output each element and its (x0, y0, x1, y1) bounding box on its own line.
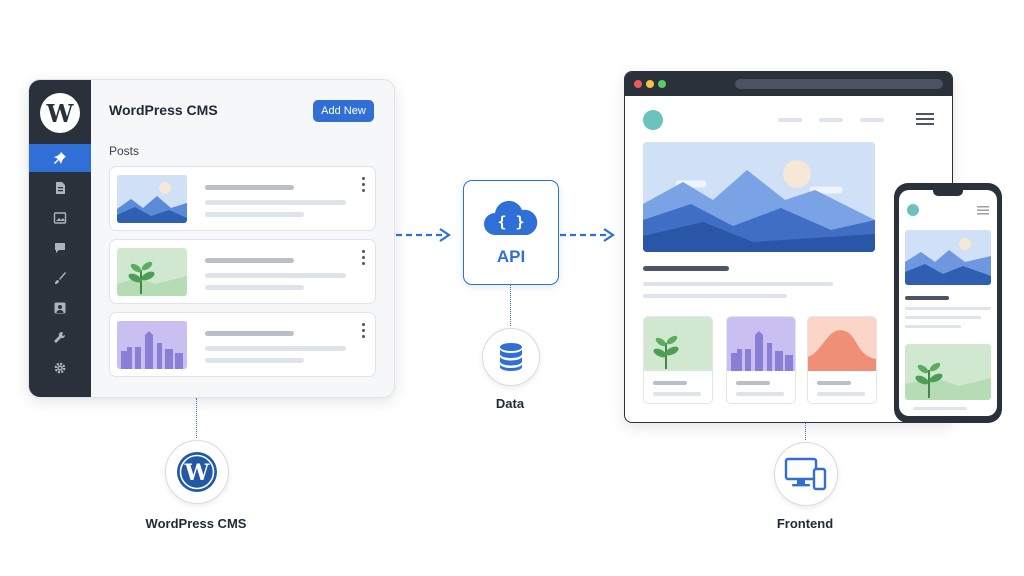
post-text-line (205, 200, 346, 205)
comment-icon[interactable] (29, 234, 91, 262)
phone-screen (899, 190, 997, 416)
post-title-line (205, 258, 294, 263)
wrench-icon[interactable] (29, 324, 91, 352)
card-title-line (736, 381, 770, 385)
frontend-caption: Frontend (776, 516, 834, 531)
text-line (643, 294, 787, 298)
text-line (905, 325, 961, 328)
content-card[interactable] (726, 316, 796, 404)
post-card[interactable] (109, 239, 376, 304)
phone-notch (933, 190, 963, 196)
pin-icon[interactable] (29, 144, 91, 172)
heading-line (905, 296, 949, 300)
content-card[interactable] (643, 316, 713, 404)
post-title-line (205, 331, 294, 336)
mountain-thumbnail (117, 175, 187, 223)
connector-line (805, 422, 806, 440)
post-card[interactable] (109, 312, 376, 377)
svg-text:W: W (184, 460, 210, 486)
image-icon[interactable] (29, 204, 91, 232)
hero-image (905, 230, 991, 285)
browser-toolbar (625, 72, 952, 96)
card-text-line (653, 392, 701, 396)
api-box: { } API (463, 180, 559, 285)
data-badge (482, 328, 540, 386)
card-title-line (817, 381, 851, 385)
phone-device (894, 183, 1002, 423)
text-line (643, 282, 833, 286)
arrow-api-to-frontend (560, 228, 615, 242)
text-line (913, 407, 967, 410)
post-text-line (205, 273, 346, 278)
cms-sidebar: W (29, 80, 91, 397)
text-line (905, 316, 981, 319)
add-new-button[interactable]: Add New (313, 100, 374, 122)
post-card[interactable] (109, 166, 376, 231)
nav-link[interactable] (778, 118, 802, 122)
cloud-braces-icon: { } (484, 200, 538, 235)
connector-line (510, 284, 511, 326)
wordpress-badge: W (165, 440, 229, 504)
cms-title: WordPress CMS (109, 102, 218, 118)
api-label: API (496, 247, 526, 266)
frontend-badge (774, 442, 838, 506)
posts-label: Posts (109, 144, 140, 158)
plant-image (905, 344, 991, 400)
more-options-icon[interactable] (362, 250, 366, 268)
arrow-cms-to-api (396, 228, 451, 242)
users-icon[interactable] (29, 294, 91, 322)
card-text-line (817, 392, 865, 396)
devices-icon (784, 457, 827, 491)
wordpress-caption: WordPress CMS (145, 516, 247, 531)
nav-link[interactable] (860, 118, 884, 122)
card-text-line (736, 392, 784, 396)
heading-line (643, 266, 729, 271)
gear-icon[interactable] (29, 354, 91, 382)
post-text-line (205, 212, 304, 217)
post-text-line (205, 346, 346, 351)
close-dot-icon[interactable] (634, 80, 642, 88)
content-card[interactable] (807, 316, 877, 404)
wordpress-logo-icon: W (40, 93, 80, 133)
menu-icon[interactable] (916, 112, 934, 126)
svg-text:{ }: { } (497, 213, 524, 231)
card-title-line (653, 381, 687, 385)
address-bar[interactable] (735, 79, 943, 89)
data-caption: Data (495, 396, 525, 411)
document-icon[interactable] (29, 174, 91, 202)
more-options-icon[interactable] (362, 177, 366, 195)
minimize-dot-icon[interactable] (646, 80, 654, 88)
wordpress-icon: W (177, 452, 217, 492)
post-text-line (205, 285, 304, 290)
database-icon (500, 343, 522, 371)
plant-thumbnail (117, 248, 187, 296)
post-title-line (205, 185, 294, 190)
maximize-dot-icon[interactable] (658, 80, 666, 88)
site-logo[interactable] (643, 110, 663, 130)
connector-line (196, 398, 197, 438)
nav-link[interactable] (819, 118, 843, 122)
post-text-line (205, 358, 304, 363)
site-logo[interactable] (907, 204, 919, 216)
cms-panel: W WordPress CMS Add New Posts (28, 79, 395, 398)
brush-icon[interactable] (29, 264, 91, 292)
menu-icon[interactable] (977, 206, 989, 215)
more-options-icon[interactable] (362, 323, 366, 341)
hero-image (643, 142, 875, 252)
text-line (905, 307, 991, 310)
city-thumbnail (117, 321, 187, 369)
